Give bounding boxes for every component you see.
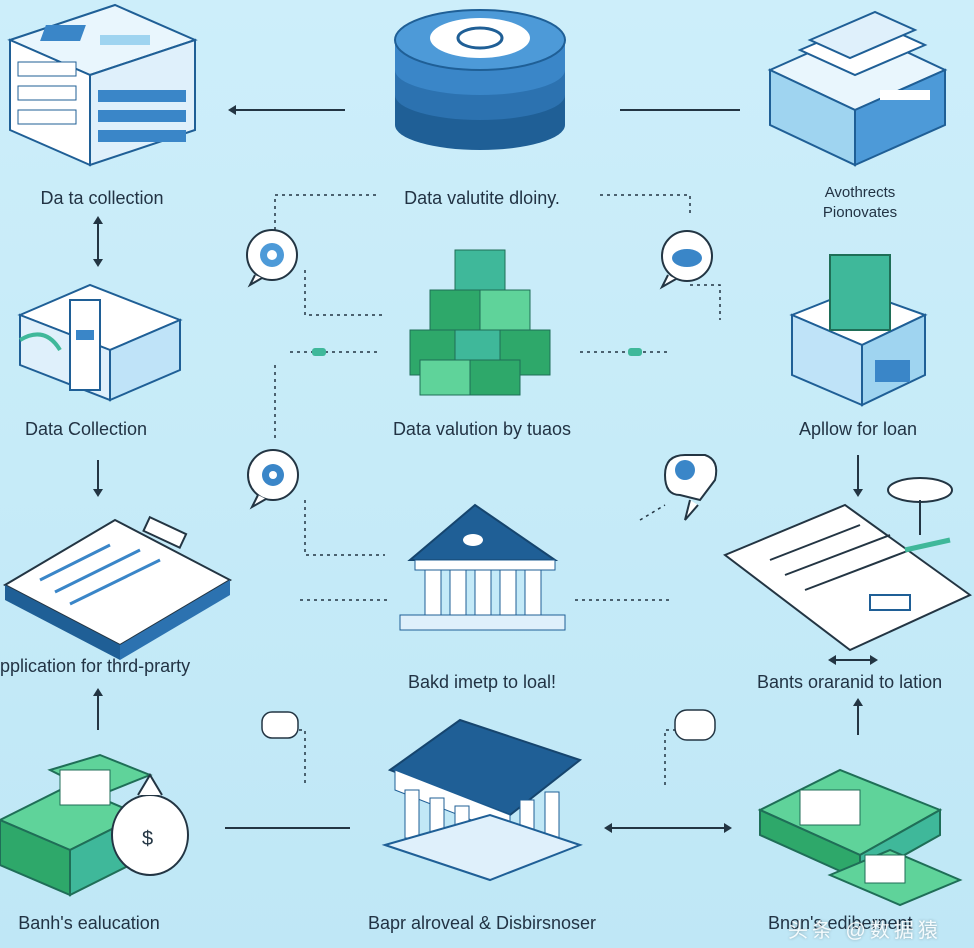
label-application: pplication for thrd-prarty	[0, 656, 191, 676]
chat-bubble-icon	[663, 454, 718, 521]
cube-box-icon	[789, 254, 928, 407]
money-bag-icon: $	[111, 773, 189, 876]
label-data-collection-mid: Data Collection	[24, 419, 148, 439]
gear-bubble-icon	[246, 229, 298, 288]
label-banks-oraranid: Bants oraranid to lation	[757, 672, 943, 692]
label-approval: Bapr alroveal & Disbirsnoser	[367, 913, 597, 933]
label-data-valuation-mid: Data valution by tuaos	[392, 419, 572, 439]
server-machine-icon	[17, 283, 183, 402]
clipboard-icon	[2, 515, 233, 660]
money-pile-icon	[757, 768, 963, 907]
database-icon	[394, 9, 566, 150]
document-icon	[723, 503, 972, 652]
watermark: 头条 @数据猿	[788, 920, 942, 942]
bank-icon	[399, 503, 566, 631]
label-allow-for-loan: Apllow for loan	[798, 419, 918, 439]
label-data-valuation-top: Data valutite dloiny.	[404, 188, 560, 208]
servers-stack-icon	[767, 10, 948, 167]
cloud-bubble-icon	[659, 230, 713, 290]
hand-icon	[887, 477, 953, 553]
server-icon	[7, 3, 198, 167]
bank-building-icon	[381, 718, 583, 882]
label-bank-step: Bakd imetp to loal!	[407, 672, 557, 692]
connector-nodes	[312, 348, 642, 356]
label-banks-edibernent: Bnon's edibernent	[768, 913, 913, 933]
svg-text:$: $	[142, 828, 153, 850]
connectors	[93, 105, 878, 833]
label-data-collection-top: Da ta collection	[40, 188, 164, 208]
small-cloud-icons	[261, 709, 716, 741]
label-products-top: Avothrects Pionovates	[822, 184, 898, 221]
data-cubes-icon	[409, 249, 551, 396]
label-banks-evaluation: Banh's ealucation	[18, 913, 160, 933]
shield-bubble-icon	[247, 449, 299, 510]
